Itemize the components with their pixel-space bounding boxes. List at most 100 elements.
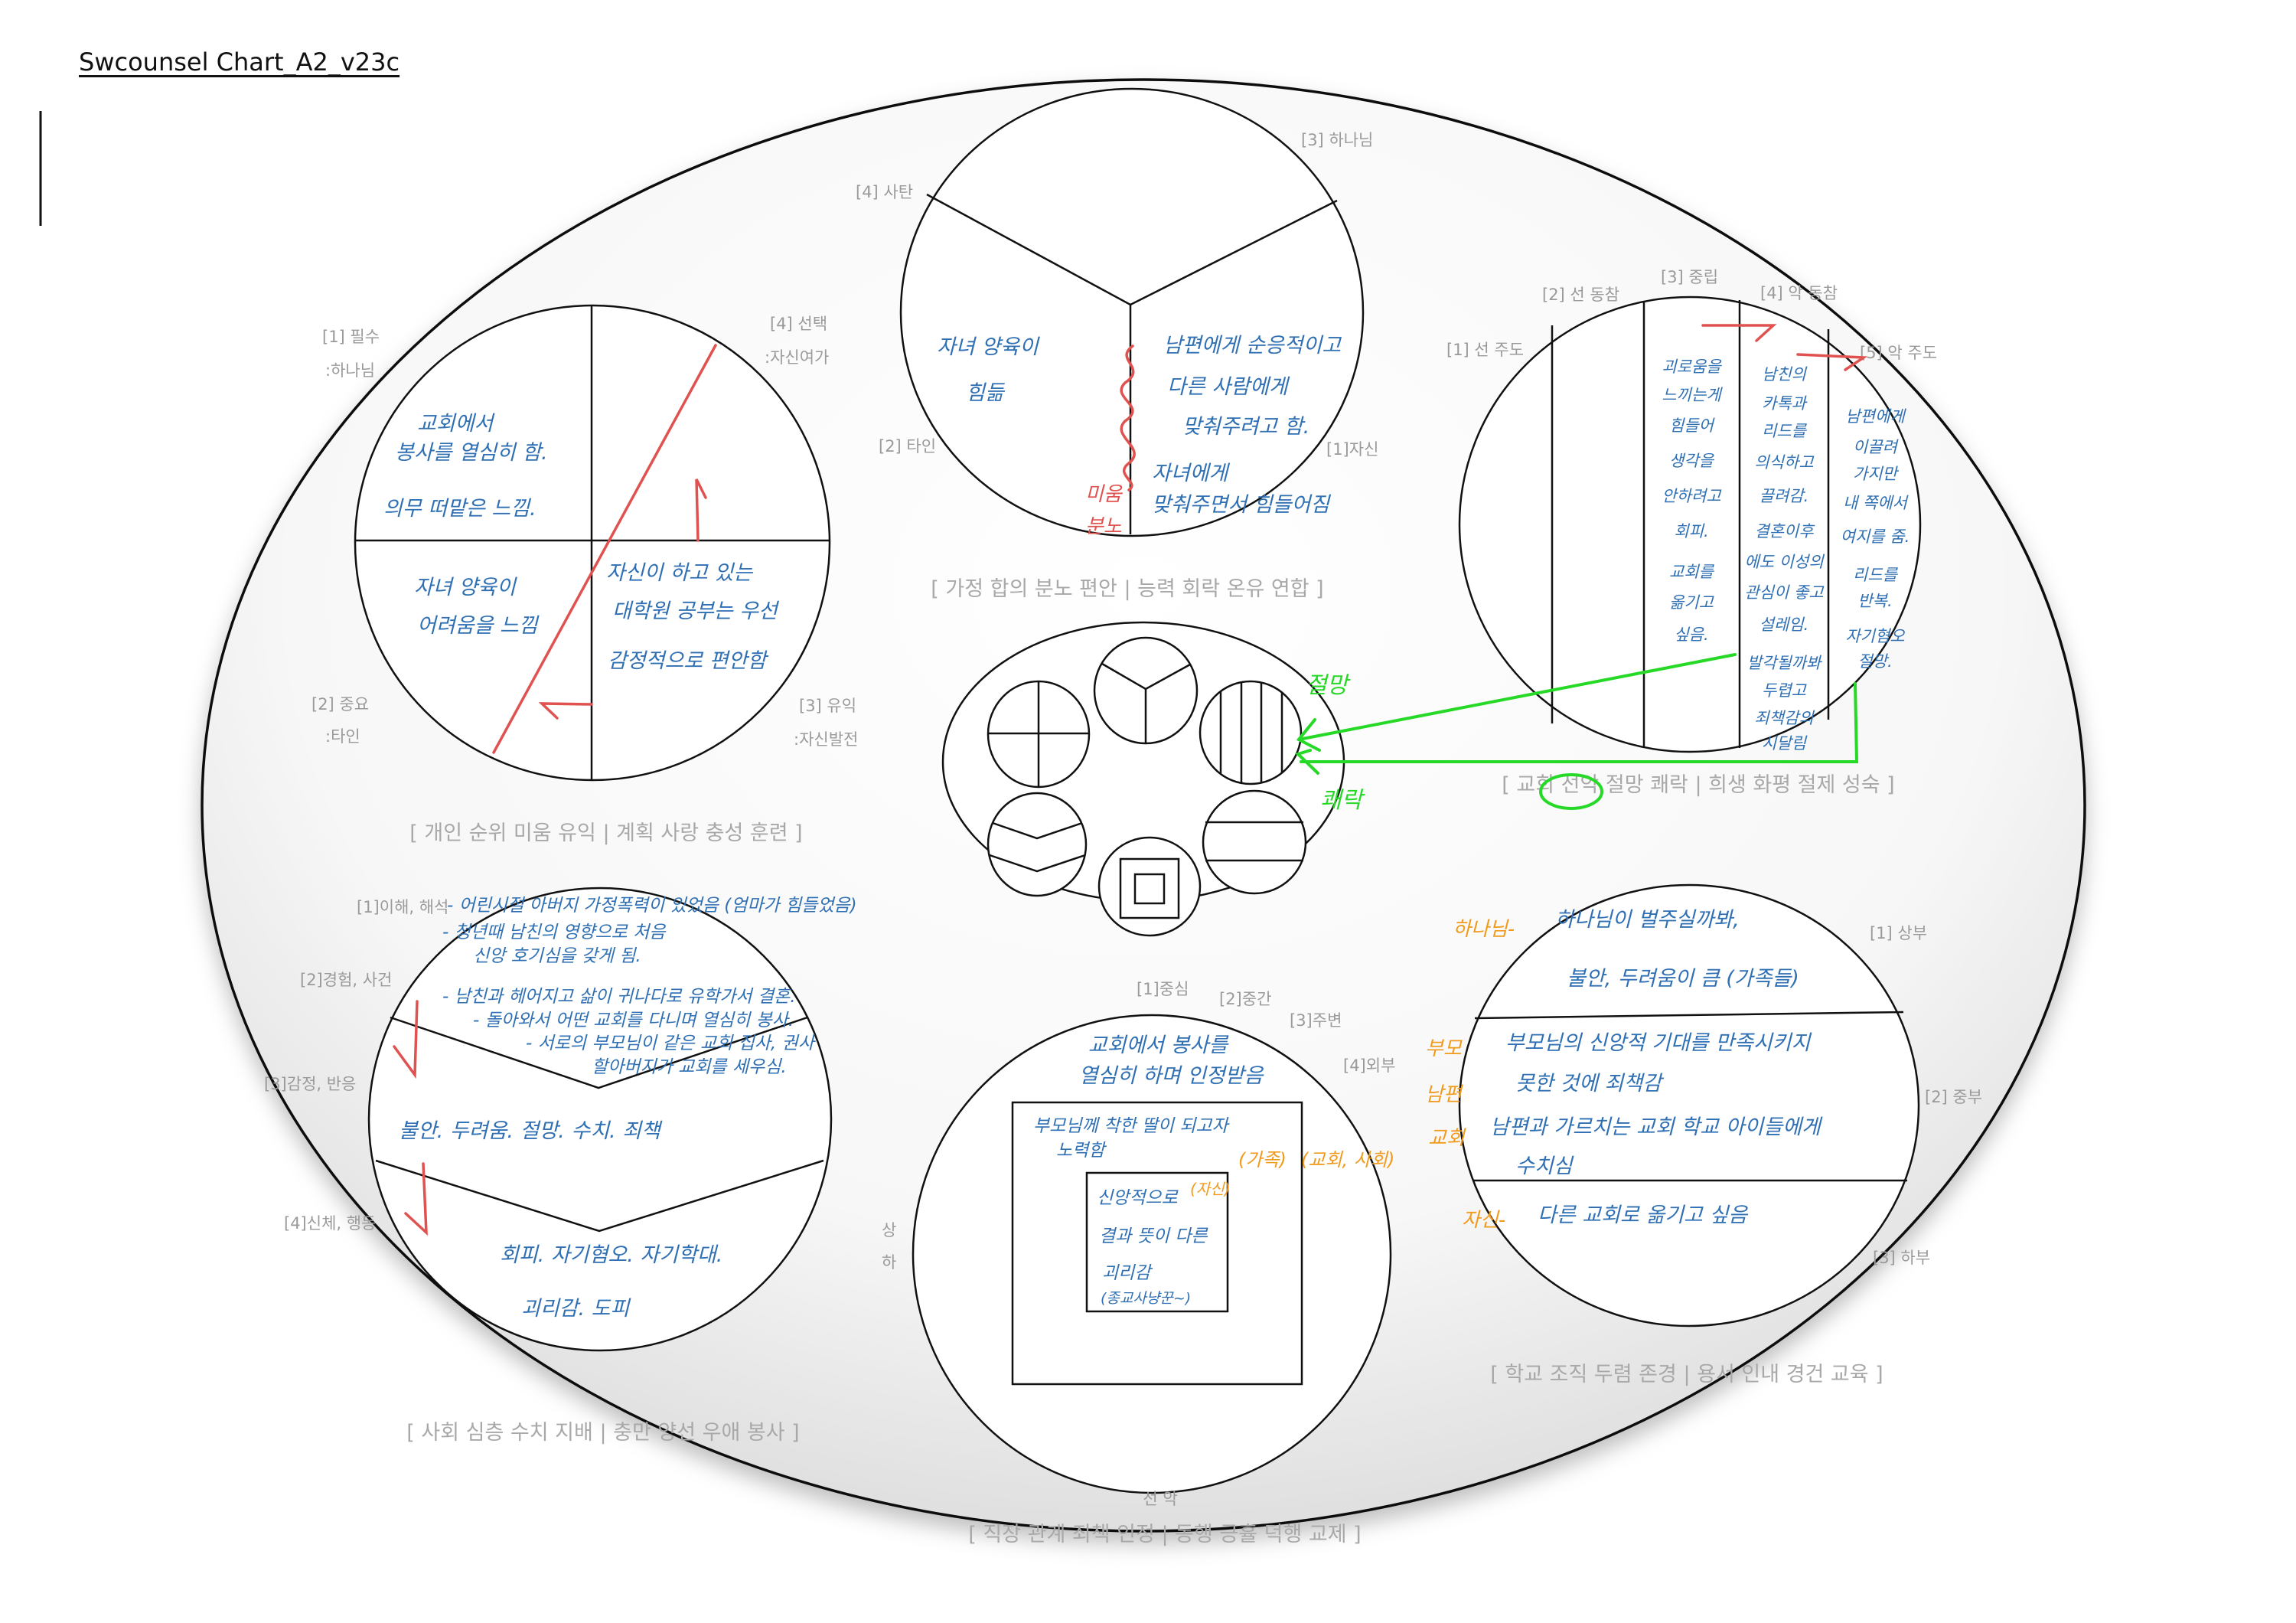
school-note: 하나님이 벌주실까봐, [1555, 908, 1740, 932]
priority-label-important: [2] 중요 [311, 695, 369, 714]
priority-label-god: :하나님 [325, 361, 375, 380]
relation-label-center: [1]중심 [1137, 980, 1189, 998]
priority-note: 자신이 하고 있는 [606, 561, 753, 585]
priority-note: 봉사를 열심히 함. [395, 441, 548, 465]
school-note: 부모님의 신앙적 기대를 만족시키지 [1505, 1031, 1812, 1055]
green-arrow-pleasure [1300, 682, 1859, 763]
mini-relation-icon [1097, 836, 1202, 937]
relation-label-down: 하 [882, 1253, 896, 1272]
society-note: 할아버지가 교회를 세우심. [592, 1057, 787, 1077]
column-note: 의식하고 [1754, 453, 1815, 472]
school-note: 수치심 [1515, 1154, 1574, 1178]
family-note: 힘듦 [966, 381, 1006, 405]
caption-circled-word: 선악 [1561, 773, 1600, 797]
family-label-god: [3] 하나님 [1301, 131, 1373, 149]
society-label-emotion: [3]감정, 반응 [264, 1075, 356, 1093]
good-evil-caption: [ 교회 선악 절망 쾌락 | 희생 화평 절제 성숙 ] [1502, 773, 1894, 797]
column-note: 이끌려 [1853, 438, 1899, 456]
society-label-body: [4]신체, 행동 [284, 1214, 376, 1233]
mini-society-icon [987, 792, 1088, 897]
priority-label-self-growth: :자신발전 [794, 730, 858, 749]
column-note: 생각을 [1669, 452, 1715, 470]
good-evil-label-good-lead: [1] 선 주도 [1446, 341, 1524, 359]
family-note: 맞춰주면서 힘들어짐 [1152, 493, 1331, 517]
relation-note: 부모님께 착한 딸이 되고자 [1033, 1116, 1231, 1136]
relation-note: 괴리감 [1102, 1263, 1153, 1283]
family-chart: [3] 하나님 [4] 사탄 [2] 타인 [1]자신 [ 가정 합의 분노 편… [856, 87, 1378, 601]
green-note-despair: 절망 [1306, 672, 1352, 699]
relation-orange-note-church: (교회, 사회) [1301, 1149, 1394, 1171]
school-label-upper: [1] 상부 [1870, 924, 1927, 942]
priority-label-others: :타인 [325, 727, 360, 746]
society-note: - 남친과 헤어지고 삶이 귀나다로 유학가서 결혼. [442, 987, 796, 1007]
relation-note: 노력함 [1056, 1141, 1107, 1161]
priority-label-choice: [4] 선택 [770, 315, 827, 333]
relation-note: 신앙적으로 [1097, 1188, 1179, 1208]
school-tag-god: 하나님- [1453, 918, 1515, 941]
caption-part: 절망 쾌락 | 희생 화평 절제 성숙 ] [1599, 773, 1894, 797]
society-note: 불안. 두려움. 절망. 수치. 죄책 [399, 1119, 663, 1143]
mini-school-icon [1202, 789, 1307, 895]
document-title: Swcounsel Chart_A2_v23c [79, 47, 400, 77]
family-note: 자녀에게 [1152, 462, 1231, 485]
society-note: - 어린시절 아버지 가정폭력이 있었음 (엄마가 힘들었음) [447, 896, 857, 916]
relation-label-middle: [2]중간 [1219, 990, 1271, 1008]
mini-priority-icon [987, 680, 1091, 789]
green-note-pleasure: 쾌락 [1320, 787, 1366, 814]
column-note: 힘들어 [1669, 416, 1716, 435]
priority-label-useful: [3] 유익 [799, 697, 856, 715]
relation-label-periphery: [3]주변 [1290, 1011, 1342, 1030]
school-tag-church: 교회 [1428, 1127, 1466, 1150]
school-chart: [1] 상부 [2] 중부 [3] 하부 [ 학교 조직 두렴 존경 | 용서 … [1425, 883, 1982, 1386]
column-note: 옮기고 [1669, 593, 1715, 612]
relation-chart: [1]중심 [2]중간 [3]주변 [4]외부 상 하 선 악 [ 직장 관계 … [882, 980, 1395, 1546]
column-note: 에도 이성의 [1744, 553, 1825, 571]
relation-note: 교회에서 봉사를 [1088, 1034, 1230, 1057]
column-note: 여지를 줌. [1841, 527, 1910, 546]
priority-note: 교회에서 [417, 412, 496, 436]
priority-label-self-leisure: :자신여가 [765, 348, 829, 367]
center-overview [941, 621, 1345, 937]
relation-orange-note-self: (자신) [1190, 1180, 1230, 1198]
school-note: 못한 것에 죄책감 [1515, 1072, 1664, 1096]
school-tag-parents: 부모 [1425, 1037, 1463, 1060]
column-note: 회피. [1674, 522, 1708, 540]
priority-note: 의무 떠맡은 느낌. [383, 497, 536, 521]
column-note: 괴로움을 [1662, 358, 1722, 376]
column-note: 느끼는게 [1662, 386, 1723, 404]
column-note: 싶음. [1674, 625, 1708, 644]
family-red-note: 미움 [1085, 483, 1124, 506]
column-note: 안하려고 [1662, 487, 1722, 505]
relation-orange-note-family: (가족) [1238, 1149, 1287, 1171]
good-evil-chart: [1] 선 주도 [2] 선 동참 [3] 중립 [4] 악 동참 [5] 악 … [1295, 268, 1937, 814]
column-note: 내 쪽에서 [1843, 494, 1910, 512]
green-circle-mark [1539, 773, 1603, 810]
relation-label-up: 상 [882, 1221, 896, 1239]
society-note: 신앙 호기심을 갖게 됨. [473, 946, 641, 966]
column-note: 설레임. [1760, 616, 1809, 634]
school-note: 불안, 두려움이 큼 (가족들) [1567, 967, 1799, 991]
column-note: 끌려감. [1760, 487, 1809, 505]
priority-label-essential: [1] 필수 [322, 328, 380, 346]
priority-caption: [ 개인 순위 미움 유익 | 계획 사랑 충성 훈련 ] [409, 821, 802, 845]
relation-note: 결과 뜻이 다른 [1099, 1226, 1208, 1246]
society-label-understanding: [1]이해, 해석 [357, 898, 448, 916]
column-note: 반복. [1857, 592, 1892, 610]
good-evil-label-evil-join: [4] 악 동참 [1760, 284, 1838, 302]
column-note: 가지만 [1853, 465, 1900, 483]
family-note: 다른 사람에게 [1167, 375, 1290, 399]
column-note: 카톡과 [1762, 394, 1808, 413]
society-note: - 서로의 부모님이 같은 교회 집사, 권사 [526, 1034, 817, 1053]
column-note: 관심이 좋고 [1744, 583, 1825, 602]
column-note: 자기혐오 [1845, 627, 1906, 645]
family-label-others: [2] 타인 [879, 437, 936, 456]
column-note: 죄책감의 [1754, 709, 1815, 727]
priority-note: 어려움을 느낌 [417, 614, 540, 638]
caption-part: [ 교회 [1502, 773, 1561, 797]
good-evil-label-neutral: [3] 중립 [1661, 268, 1718, 286]
good-evil-label-evil-lead: [5] 악 주도 [1860, 344, 1937, 362]
red-squiggle [1120, 345, 1136, 491]
family-label-self: [1]자신 [1326, 440, 1378, 459]
